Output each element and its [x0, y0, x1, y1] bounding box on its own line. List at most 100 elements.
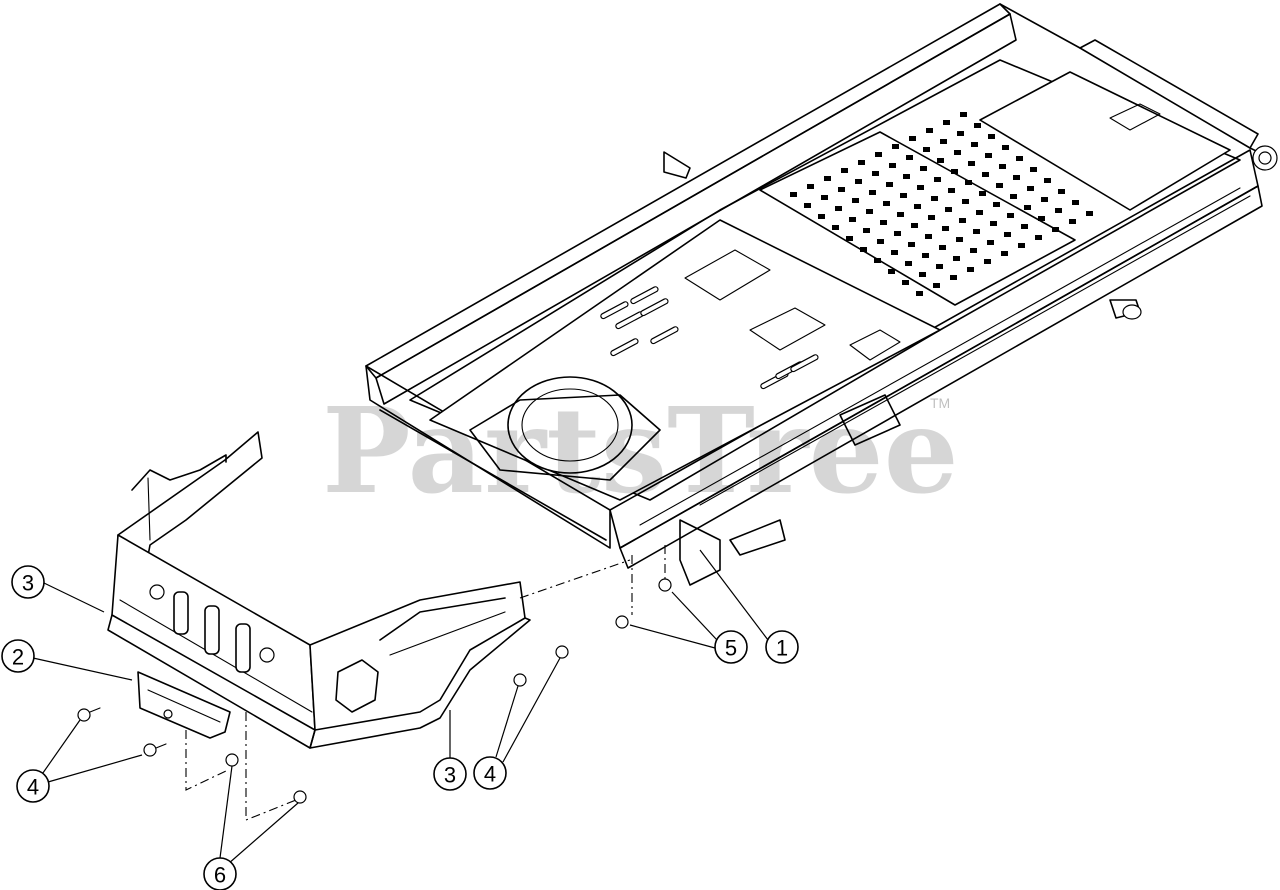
perforation-hole: [863, 228, 870, 233]
callout-1[interactable]: 1: [765, 630, 799, 664]
perforation-hole: [1004, 232, 1011, 237]
perforation-hole: [1044, 178, 1051, 183]
perforation-hole: [953, 256, 960, 261]
perforation-hole: [892, 144, 899, 149]
main-frame: [365, 3, 1278, 586]
perforation-hole: [987, 240, 994, 245]
perforation-hole: [926, 128, 933, 133]
perforation-hole: [937, 158, 944, 163]
perforation-hole: [933, 283, 940, 288]
callout-3-right-label: 3: [444, 763, 456, 788]
slot-cluster: [600, 286, 819, 390]
leader-lines: [32, 549, 769, 865]
perforation-hole: [866, 209, 873, 214]
frame-slot: [790, 354, 819, 373]
perforation-hole: [954, 150, 961, 155]
perforation-hole: [821, 195, 828, 200]
callout-3-right[interactable]: 3: [433, 757, 467, 791]
bolt-4d: [555, 645, 569, 659]
perforation-hole: [1058, 189, 1065, 194]
nut-6a: [225, 753, 239, 767]
perforation-hole: [922, 253, 929, 258]
perforation-hole: [920, 166, 927, 171]
perforation-hole: [824, 176, 831, 181]
callout-4-right[interactable]: 4: [473, 756, 507, 790]
perforation-hole: [914, 204, 921, 209]
perforation-hole: [988, 134, 995, 139]
perforation-hole: [860, 247, 867, 252]
callout-2-label: 2: [12, 645, 24, 670]
perforation-hole: [877, 239, 884, 244]
perforation-hole: [902, 280, 909, 285]
perforation-hole: [919, 272, 926, 277]
perforation-hole: [967, 267, 974, 272]
perforation-hole: [943, 120, 950, 125]
callout-4-left-label: 4: [27, 775, 39, 800]
perforation-hole: [923, 147, 930, 152]
perforation-hole: [903, 174, 910, 179]
perforation-hole: [1041, 197, 1048, 202]
perforation-hole: [883, 201, 890, 206]
perforation-hole: [960, 112, 967, 117]
perforation-hole: [1024, 205, 1031, 210]
perforation-hole: [807, 184, 814, 189]
bumper-assembly: [107, 431, 531, 749]
perforation-hole: [962, 199, 969, 204]
perforation-hole: [1027, 186, 1034, 191]
perforation-hole: [872, 171, 879, 176]
perforation-hole: [974, 123, 981, 128]
perforation-hole: [804, 203, 811, 208]
perforation-hole: [1016, 156, 1023, 161]
callout-2[interactable]: 2: [1, 639, 35, 673]
perforation-hole: [832, 225, 839, 230]
perforation-hole: [973, 229, 980, 234]
perforation-hole: [1072, 200, 1079, 205]
perforation-hole: [886, 182, 893, 187]
perforation-hole: [875, 152, 882, 157]
perforation-hole: [897, 212, 904, 217]
callout-3-left[interactable]: 3: [11, 565, 45, 599]
perforation-hole: [925, 234, 932, 239]
perforation-hole: [1013, 175, 1020, 180]
watermark-trademark: TM: [930, 395, 950, 411]
perforation-hole: [1002, 145, 1009, 150]
perforation-hole: [959, 218, 966, 223]
perforation-hole: [855, 179, 862, 184]
perforation-hole: [951, 169, 958, 174]
perforation-hole: [945, 207, 952, 212]
perforation-hole: [984, 259, 991, 264]
perforation-hole: [818, 214, 825, 219]
perforation-hole: [891, 250, 898, 255]
perforation-hole: [835, 206, 842, 211]
callout-5[interactable]: 5: [714, 630, 748, 664]
watermark: PartsTree TM: [322, 381, 959, 520]
nut-6b: [293, 790, 307, 804]
perforation-hole: [790, 192, 797, 197]
perforation-hole: [906, 155, 913, 160]
perforation-hole: [968, 161, 975, 166]
perforation-hole: [950, 275, 957, 280]
perforation-hole: [976, 210, 983, 215]
perforation-hole: [917, 185, 924, 190]
perforation-hole: [970, 248, 977, 253]
perforation-hole: [909, 136, 916, 141]
perforation-hole: [838, 187, 845, 192]
callout-1-label: 1: [776, 636, 788, 661]
perforation-hole: [1001, 251, 1008, 256]
perforation-hole: [928, 215, 935, 220]
assembly-lines: [185, 545, 666, 821]
perforation-hole: [908, 242, 915, 247]
perforation-hole: [1021, 224, 1028, 229]
callout-4-left[interactable]: 4: [16, 769, 50, 803]
perforation-pattern: [790, 112, 1093, 296]
perforation-hole: [1052, 227, 1059, 232]
perforation-hole: [841, 168, 848, 173]
perforation-hole: [965, 180, 972, 185]
perforation-hole: [936, 264, 943, 269]
perforation-hole: [993, 202, 1000, 207]
callout-6[interactable]: 6: [203, 857, 237, 890]
perforation-hole: [888, 269, 895, 274]
frame-slot: [630, 286, 659, 305]
perforation-hole: [931, 196, 938, 201]
perforation-hole: [869, 190, 876, 195]
